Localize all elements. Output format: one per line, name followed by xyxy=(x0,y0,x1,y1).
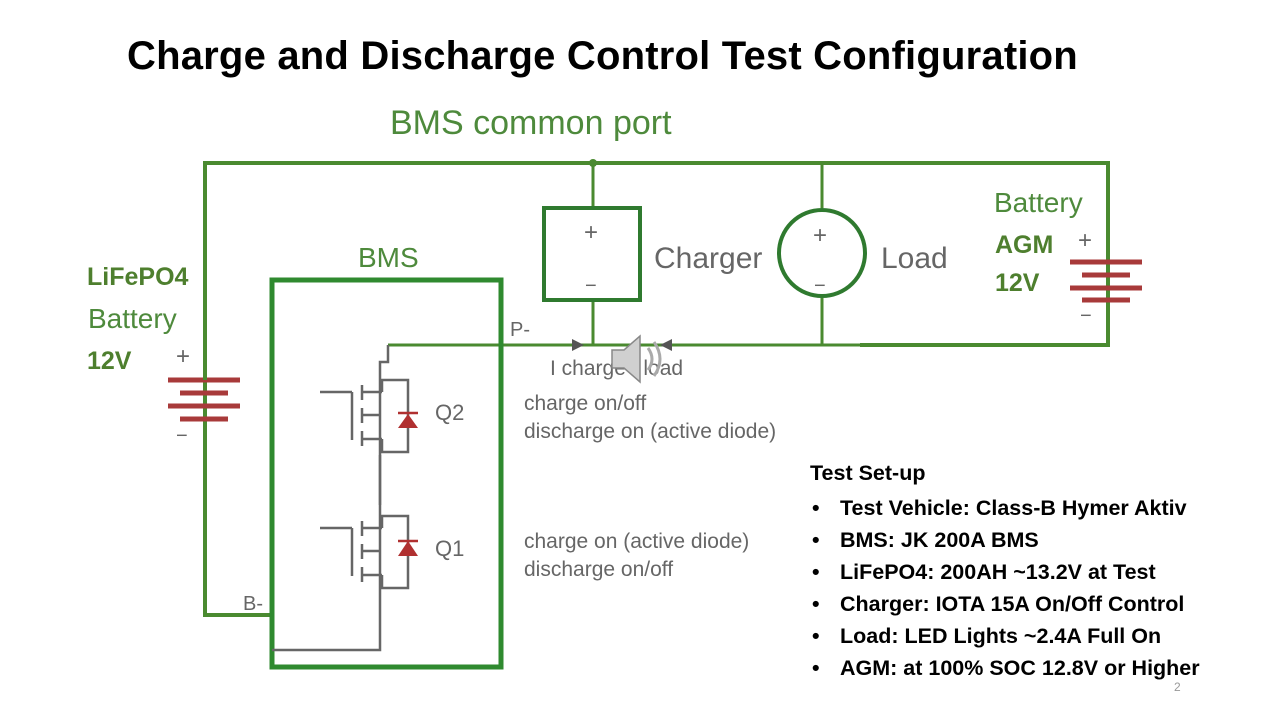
page-number: 2 xyxy=(1174,680,1181,694)
lifepo4-type: Battery xyxy=(88,303,177,334)
q2-mode-line1: charge on/off xyxy=(524,392,646,415)
test-setup-list: Test Vehicle: Class-B Hymer Aktiv BMS: J… xyxy=(810,492,1200,684)
q1-diode xyxy=(398,541,418,556)
lifepo4-voltage: 12V xyxy=(87,347,132,375)
lifepo4-name: LiFePO4 xyxy=(87,263,189,291)
load-circle xyxy=(777,208,867,298)
charge-current-arrow xyxy=(572,339,584,351)
load-label: Load xyxy=(881,242,948,275)
q1-mode-line2: discharge on/off xyxy=(524,558,673,581)
p-minus-label: P- xyxy=(510,319,530,341)
q2-mode-line2: discharge on (active diode) xyxy=(524,420,776,443)
junction-dot xyxy=(589,159,597,167)
bms-box xyxy=(269,277,504,670)
load-current-arrow xyxy=(660,339,672,351)
q1-mode-line1: charge on (active diode) xyxy=(524,530,749,553)
load-minus: − xyxy=(814,275,826,297)
common-port-label: BMS common port xyxy=(390,104,672,142)
q1-mosfet xyxy=(320,514,410,590)
q2-diode xyxy=(398,414,418,428)
mosfet-wiring xyxy=(272,345,390,652)
lifepo4-neg-wire xyxy=(203,430,272,617)
lifepo4-plus: + xyxy=(176,343,190,370)
q2-mosfet xyxy=(320,378,410,454)
charger-plus: + xyxy=(584,219,598,246)
list-item: Load: LED Lights ~2.4A Full On xyxy=(810,620,1200,652)
list-item: LiFePO4: 200AH ~13.2V at Test xyxy=(810,556,1200,588)
agm-name: AGM xyxy=(995,231,1053,259)
charger-minus: − xyxy=(585,275,597,297)
agm-voltage: 12V xyxy=(995,269,1040,297)
q1-label: Q1 xyxy=(435,536,464,561)
speaker-icon[interactable] xyxy=(606,332,672,386)
list-item: Charger: IOTA 15A On/Off Control xyxy=(810,588,1200,620)
charger-box xyxy=(542,206,642,302)
test-setup-heading: Test Set-up xyxy=(810,461,926,485)
slide-title: Charge and Discharge Control Test Config… xyxy=(127,34,1078,78)
lifepo4-minus: − xyxy=(176,425,188,447)
q2-label: Q2 xyxy=(435,400,464,425)
list-item: BMS: JK 200A BMS xyxy=(810,524,1200,556)
test-setup-panel: Test Set-up Test Vehicle: Class-B Hymer … xyxy=(810,461,1200,684)
load-plus: + xyxy=(813,222,827,249)
list-item: AGM: at 100% SOC 12.8V or Higher xyxy=(810,652,1200,684)
agm-type: Battery xyxy=(994,187,1083,218)
b-minus-label: B- xyxy=(243,593,263,615)
charger-label: Charger xyxy=(654,242,762,275)
agm-minus: − xyxy=(1080,305,1092,327)
list-item: Test Vehicle: Class-B Hymer Aktiv xyxy=(810,492,1200,524)
agm-battery-symbol xyxy=(1070,259,1142,303)
top-common-wire xyxy=(203,161,1110,497)
agm-plus: + xyxy=(1078,227,1092,254)
bms-label: BMS xyxy=(358,242,419,273)
